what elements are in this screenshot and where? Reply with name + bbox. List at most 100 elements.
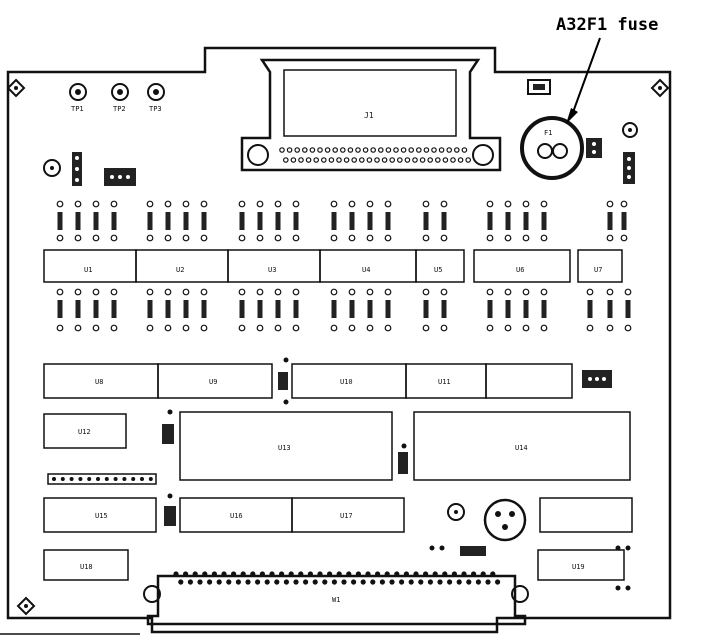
resistor-pad — [56, 288, 64, 296]
resistor-pad — [200, 324, 208, 332]
mounting-hole-bottom-left — [16, 596, 36, 616]
resistor-pad — [256, 234, 264, 242]
j1-pin — [412, 157, 418, 163]
resistor-body — [331, 300, 337, 318]
w1-pin — [475, 579, 481, 585]
resistor-pad — [74, 234, 82, 242]
w1-pin — [456, 579, 462, 585]
w1-pin — [461, 571, 467, 577]
j1-pin — [290, 157, 297, 163]
sip-pin — [113, 477, 118, 481]
resistor-body — [57, 212, 63, 230]
w1-pin — [178, 579, 184, 585]
j1-pin — [355, 147, 361, 153]
j1-pin — [450, 157, 456, 163]
resistor-body — [75, 300, 81, 318]
resistor-body — [257, 300, 263, 318]
svg-text:U6: U6 — [516, 266, 524, 274]
resistor-body — [257, 212, 263, 230]
resistor-pad — [182, 324, 190, 332]
resistor-body — [201, 212, 207, 230]
resistor-body — [541, 300, 547, 318]
resistor-body — [441, 300, 447, 318]
small-part-bottom-center — [460, 546, 486, 556]
resistor-body — [607, 300, 613, 318]
j1-pin — [453, 147, 460, 153]
svg-text:J1: J1 — [364, 111, 374, 120]
resistor-body — [487, 212, 493, 230]
test-point-tp2: TP2 — [111, 83, 129, 113]
resistor-pad — [146, 288, 154, 296]
svg-text:U9: U9 — [209, 378, 217, 386]
resistor-pad — [164, 200, 172, 208]
w1-pin — [207, 579, 213, 585]
via-dot — [625, 585, 631, 591]
resistor-pad — [292, 324, 300, 332]
sip-pin — [140, 477, 144, 481]
w1-pin — [408, 579, 414, 585]
sip-pin — [148, 477, 153, 481]
w1-pin — [451, 571, 457, 577]
j1-pin — [381, 157, 388, 163]
j1-pin — [362, 147, 369, 153]
resistor-pad — [606, 288, 614, 296]
small-part-row2-mid — [398, 452, 408, 474]
resistor-pad — [74, 288, 82, 296]
resistor-body — [93, 300, 99, 318]
w1-pin — [365, 571, 371, 577]
j1-pin — [465, 157, 472, 163]
ic-row-3: U15 U16 U17 — [43, 497, 633, 533]
resistor-pad — [92, 234, 100, 242]
small-part-row1 — [278, 372, 288, 390]
svg-text:U7: U7 — [594, 266, 602, 274]
w1-pin — [283, 579, 289, 585]
resistor-pad — [522, 288, 530, 296]
resistor-body — [523, 300, 529, 318]
svg-text:U11: U11 — [438, 378, 451, 386]
w1-pin — [216, 579, 222, 585]
svg-text:U16: U16 — [230, 512, 243, 520]
j1-pin — [320, 157, 327, 163]
resistor-pad — [256, 200, 264, 208]
resistor-body — [621, 212, 627, 230]
w1-pin — [331, 579, 337, 585]
resistor-body — [541, 212, 547, 230]
status-led — [527, 79, 551, 95]
w1-pin — [389, 579, 395, 585]
j1-pin — [408, 147, 415, 153]
resistor-pad — [422, 288, 430, 296]
resistor-pad — [74, 200, 82, 208]
w1-pin — [245, 579, 251, 585]
resistor-body — [505, 300, 511, 318]
resistor-pad — [522, 200, 530, 208]
j1-pin — [461, 147, 468, 153]
test-point-tp1: TP1 — [69, 83, 87, 113]
resistor-pad — [384, 324, 392, 332]
resistor-pad — [440, 234, 448, 242]
j1-pin — [438, 147, 445, 153]
resistor-pad — [330, 324, 338, 332]
w1-pin — [471, 571, 477, 577]
resistor-body — [183, 300, 189, 318]
resistor-pad — [348, 234, 356, 242]
resistor-pad — [182, 200, 190, 208]
resistor-pad — [164, 234, 172, 242]
w1-pin — [403, 571, 409, 577]
resistor-pad — [330, 200, 338, 208]
resistor-pad — [238, 324, 246, 332]
w1-pin — [442, 571, 448, 577]
resistor-pad — [366, 200, 374, 208]
jumper-j3 — [104, 168, 136, 186]
resistor-body — [385, 300, 391, 318]
resistor-pad — [292, 288, 300, 296]
resistor-pad — [182, 288, 190, 296]
connector-j1: J1 — [240, 58, 502, 172]
j1-pin — [374, 157, 380, 163]
w1-pin — [432, 571, 438, 577]
resistor-body — [111, 300, 117, 318]
w1-pin — [259, 571, 265, 577]
j1-pin — [324, 147, 331, 153]
resistor-pad — [292, 200, 300, 208]
